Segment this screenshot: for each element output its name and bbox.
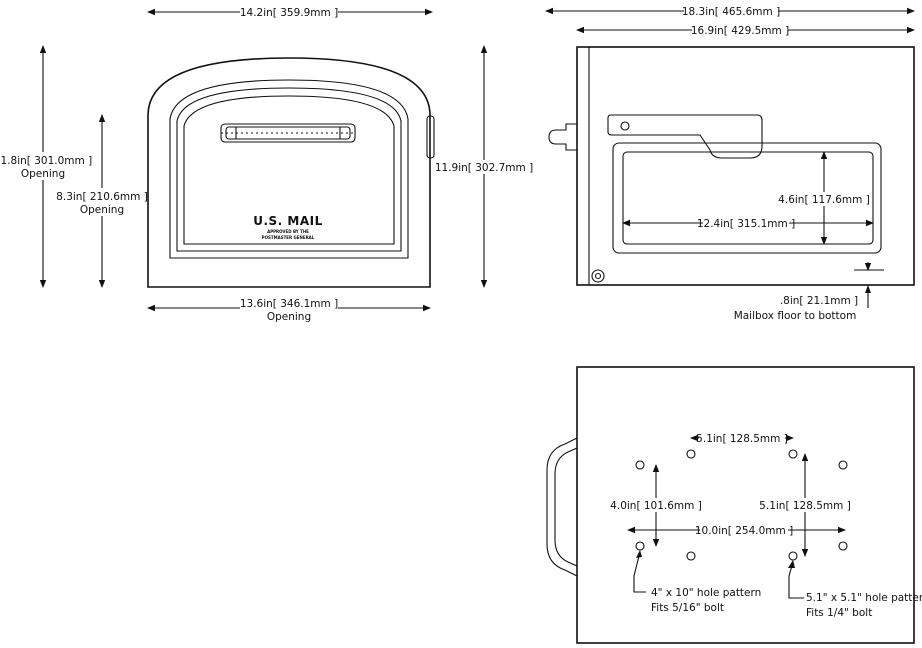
- overall-length-label: 18.3in[ 465.6mm ]: [682, 6, 780, 18]
- opening-width-label: 13.6in[ 346.1mm ]: [240, 298, 338, 310]
- front-door-inner: [176, 87, 402, 252]
- hole-pattern: [635, 449, 848, 561]
- pattern-b-line1: 5.1" x 5.1" hole pattern: [806, 592, 922, 604]
- door-title: U.S. MAIL: [253, 214, 323, 228]
- door-handle-icon: [220, 123, 356, 143]
- hole: [838, 541, 848, 551]
- top-spacing-label: 5.1in[ 128.5mm ]: [696, 433, 788, 445]
- hole: [686, 551, 696, 561]
- total-height-label: 11.9in[ 302.7mm ]: [435, 162, 533, 174]
- pattern-a-leader: [633, 551, 646, 593]
- front-door-panel: [183, 95, 395, 245]
- front-door-outer: [169, 79, 409, 259]
- hole: [635, 460, 645, 470]
- side-hinge-icon: [591, 269, 605, 283]
- left-vertical-label: 4.0in[ 101.6mm ]: [610, 500, 702, 512]
- floor-label: .8in[ 21.1mm ]: [780, 295, 858, 307]
- side-flag-icon: [607, 114, 763, 159]
- inner-length-label: 12.4in[ 315.1mm ]: [697, 218, 795, 230]
- pattern-b-leader: [788, 561, 804, 599]
- opening-height-word: Opening: [21, 168, 65, 180]
- side-knob-icon: [548, 123, 577, 151]
- inner-height-label: 4.6in[ 117.6mm ]: [778, 194, 870, 206]
- hole: [686, 449, 696, 459]
- horizontal-label: 10.0in[ 254.0mm ]: [695, 525, 793, 537]
- hole: [635, 541, 645, 551]
- hole: [788, 449, 798, 459]
- side-inner-inner: [622, 151, 874, 245]
- opening-height-label: 11.8in[ 301.0mm ]: [0, 155, 92, 167]
- right-vertical-label: 5.1in[ 128.5mm ]: [759, 500, 851, 512]
- bottom-handle-icon: [546, 437, 578, 577]
- bottom-view: 5.1in[ 128.5mm ] 4.0in[ 101.6mm ] 5.1in[…: [546, 366, 922, 644]
- body-length-label: 16.9in[ 429.5mm ]: [691, 25, 789, 37]
- hole: [838, 460, 848, 470]
- door-height-label: 8.3in[ 210.6mm ]: [56, 191, 148, 203]
- bottom-body-outline: [576, 366, 915, 644]
- opening-width-word: Opening: [267, 311, 311, 323]
- pattern-a-line2: Fits 5/16" bolt: [651, 602, 724, 614]
- side-inner-outer: [612, 142, 882, 254]
- front-body-outline: [147, 57, 431, 288]
- pattern-b-line2: Fits 1/4" bolt: [806, 607, 872, 619]
- side-latch: [426, 115, 435, 159]
- hole: [788, 551, 798, 561]
- door-height-word: Opening: [80, 204, 124, 216]
- door-subtitle-2: POSTMASTER GENERAL: [262, 235, 315, 240]
- floor-note: Mailbox floor to bottom: [734, 310, 857, 322]
- side-body-outline: [576, 46, 915, 286]
- side-view: 18.3in[ 465.6mm ] 16.9in[ 429.5mm ] 4.6i…: [545, 4, 915, 322]
- front-view: U.S. MAIL APPROVED BY THE POSTMASTER GEN…: [0, 5, 533, 326]
- door-subtitle-1: APPROVED BY THE: [267, 229, 309, 234]
- pattern-a-line1: 4" x 10" hole pattern: [651, 587, 761, 599]
- front-width-label: 14.2in[ 359.9mm ]: [240, 7, 338, 19]
